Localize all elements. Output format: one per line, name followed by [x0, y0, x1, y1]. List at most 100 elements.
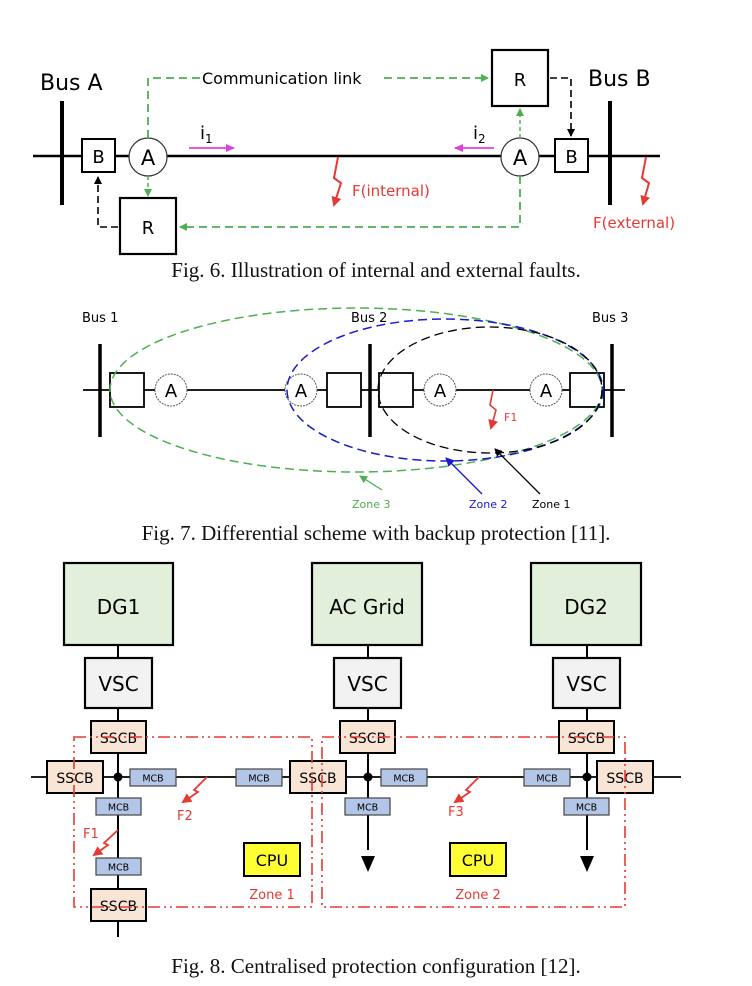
- svg-text:MCB: MCB: [142, 774, 163, 785]
- fault-f1-label-fig8: F1: [83, 827, 99, 842]
- zone-1-label-fig8: Zone 1: [249, 888, 295, 903]
- svg-text:A: A: [295, 381, 308, 402]
- svg-text:CPU: CPU: [256, 851, 289, 870]
- svg-text:SSCB: SSCB: [100, 899, 137, 915]
- bus-3-label: Bus 3: [592, 311, 628, 326]
- svg-text:A: A: [434, 381, 447, 402]
- svg-text:SSCB: SSCB: [299, 771, 336, 787]
- svg-text:MCB: MCB: [108, 863, 129, 874]
- svg-text:MCB: MCB: [357, 803, 378, 814]
- mcb-8: MCB: [563, 797, 610, 816]
- mcb-5: MCB: [380, 768, 428, 787]
- mcb-2: MCB: [235, 768, 283, 787]
- relay-a: [118, 196, 178, 256]
- cpu-zone-1: CPU: [243, 842, 301, 877]
- svg-text:A: A: [540, 381, 553, 402]
- mcb-4: MCB: [95, 857, 142, 876]
- vsc-1: [83, 656, 154, 710]
- zone-2-label: Zone 2: [469, 498, 508, 511]
- vsc-1-label: VSC: [98, 672, 138, 696]
- zone-2-label-fig8: Zone 2: [455, 888, 501, 903]
- ammeter-1: A: [154, 373, 188, 407]
- fault-f1-icon-fig8: [92, 829, 119, 857]
- sscb-load-dg1: SSCB: [90, 888, 147, 922]
- source-dg1-label: DG1: [97, 595, 141, 619]
- fault-f1-label: F1: [504, 411, 517, 424]
- ammeter-3: A: [423, 373, 457, 407]
- ammeter-4: A: [529, 373, 563, 407]
- junction-3: [582, 772, 592, 782]
- source-acgrid: [310, 561, 424, 647]
- zone-1-label: Zone 1: [532, 498, 571, 511]
- load-arrow-2: [580, 856, 594, 872]
- zone-1-pointer: [494, 448, 541, 495]
- breaker-3: [378, 372, 414, 408]
- relay-a-label: R: [142, 218, 155, 239]
- vsc-2: [332, 656, 403, 710]
- mcb-3: MCB: [95, 797, 142, 816]
- svg-text:MCB: MCB: [108, 803, 129, 814]
- sscb-bus-right: SSCB: [596, 760, 654, 794]
- breaker-1: [109, 372, 145, 408]
- fault-internal-label: F(internal): [352, 182, 430, 200]
- svg-text:SSCB: SSCB: [568, 731, 605, 747]
- current-i2-label: i2: [473, 123, 486, 146]
- junction-2: [363, 772, 373, 782]
- breaker-4: [569, 372, 605, 408]
- fig8-diagram: DG1 AC Grid DG2 VSC VSC VSC SSCB SSCB SS…: [31, 561, 681, 978]
- zone-3-pointer: [359, 475, 383, 491]
- fig6-diagram: Bus A Bus B B B A A R R Communication li…: [33, 48, 675, 282]
- fault-f3-label: F3: [448, 805, 464, 820]
- zone-3-label: Zone 3: [352, 498, 391, 511]
- source-dg1: [62, 561, 175, 647]
- trip-signal-a: [94, 176, 118, 228]
- breaker-a-label: B: [92, 147, 104, 168]
- bus-2-label: Bus 2: [351, 311, 387, 326]
- breaker-a: [81, 138, 116, 173]
- comm-link-label: Communication link: [202, 69, 362, 88]
- junction-1: [113, 772, 123, 782]
- svg-text:A: A: [165, 381, 178, 402]
- fig6-caption: Fig. 6. Illustration of internal and ext…: [171, 258, 580, 282]
- fault-f2-label: F2: [177, 809, 193, 824]
- comm-link-a-up: [147, 77, 200, 138]
- bus-b-label: Bus B: [588, 67, 651, 92]
- zone-2-pointer: [445, 457, 483, 495]
- source-acgrid-label: AC Grid: [329, 595, 405, 619]
- breaker-2: [326, 372, 362, 408]
- ammeter-2: A: [284, 373, 318, 407]
- svg-text:MCB: MCB: [536, 774, 557, 785]
- vsc-2-label: VSC: [347, 672, 387, 696]
- zone-1-boundary: [377, 326, 603, 454]
- fault-external-label: F(external): [593, 214, 675, 232]
- source-dg2: [529, 561, 643, 647]
- ammeter-b-label: A: [513, 146, 528, 170]
- fig8-caption: Fig. 8. Centralised protection configura…: [171, 954, 580, 978]
- sscb-bus-left: SSCB: [46, 760, 104, 794]
- svg-text:SSCB: SSCB: [100, 731, 137, 747]
- mcb-6: MCB: [523, 768, 571, 787]
- vsc-3-label: VSC: [566, 672, 606, 696]
- zone-2-boundary: [286, 318, 604, 462]
- vsc-3: [551, 656, 622, 710]
- bus-1-label: Bus 1: [82, 311, 118, 326]
- fault-f1-icon: [488, 389, 498, 430]
- fault-f2-icon: [181, 776, 208, 804]
- sscb-bus-middle: SSCB: [289, 760, 347, 794]
- mcb-1: MCB: [129, 768, 177, 787]
- svg-text:MCB: MCB: [248, 774, 269, 785]
- breaker-b-label: B: [565, 147, 577, 168]
- fault-f3-icon: [453, 776, 480, 804]
- svg-text:MCB: MCB: [576, 803, 597, 814]
- fig7-diagram: Bus 1 Bus 2 Bus 3 A A A A: [82, 307, 628, 545]
- svg-text:SSCB: SSCB: [349, 731, 386, 747]
- relay-b: [490, 48, 550, 108]
- svg-text:SSCB: SSCB: [56, 771, 93, 787]
- cpu-zone-2: CPU: [449, 842, 507, 877]
- fault-external-icon: [640, 156, 651, 206]
- zone-1-boundary-fig8: [73, 736, 313, 908]
- relay-b-label: R: [514, 70, 527, 91]
- svg-text:CPU: CPU: [462, 851, 495, 870]
- zone-2-boundary-fig8: [321, 736, 626, 908]
- mcb-7: MCB: [344, 797, 391, 816]
